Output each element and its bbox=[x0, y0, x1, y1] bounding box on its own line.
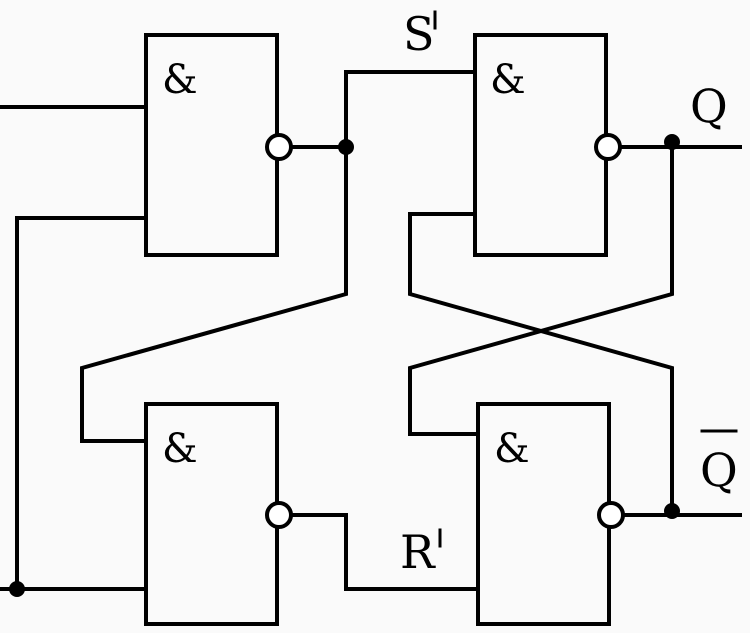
inverter-bubble-bottom-left bbox=[265, 501, 293, 529]
gate-symbol-top-right: & bbox=[490, 57, 526, 103]
gate-symbol-top-left: & bbox=[162, 57, 198, 103]
s-prime-wire bbox=[290, 70, 477, 149]
r-prime-label: R bbox=[400, 525, 436, 579]
inverter-bubble-top-left bbox=[265, 133, 293, 161]
junction-dot-input bbox=[9, 581, 25, 597]
s-prime-label: S bbox=[403, 7, 435, 61]
junction-dot-s-prime bbox=[338, 139, 354, 155]
junction-dot-q-bar bbox=[664, 503, 680, 519]
gate-symbol-bottom-left: & bbox=[162, 426, 198, 472]
inverter-bubble-top-right bbox=[594, 133, 622, 161]
input-wire-shared bbox=[15, 216, 148, 591]
junction-dot-q bbox=[664, 134, 680, 150]
q-bar-label: Q bbox=[700, 443, 738, 497]
q-label: Q bbox=[690, 79, 728, 133]
q-feedback-wire bbox=[408, 145, 674, 436]
gate-symbol-bottom-right: & bbox=[494, 426, 530, 472]
s-prime-feed-wire bbox=[80, 145, 348, 443]
r-prime-wire bbox=[290, 513, 480, 591]
inverter-bubble-bottom-right bbox=[597, 501, 625, 529]
q-bar-feedback-wire bbox=[408, 212, 674, 513]
